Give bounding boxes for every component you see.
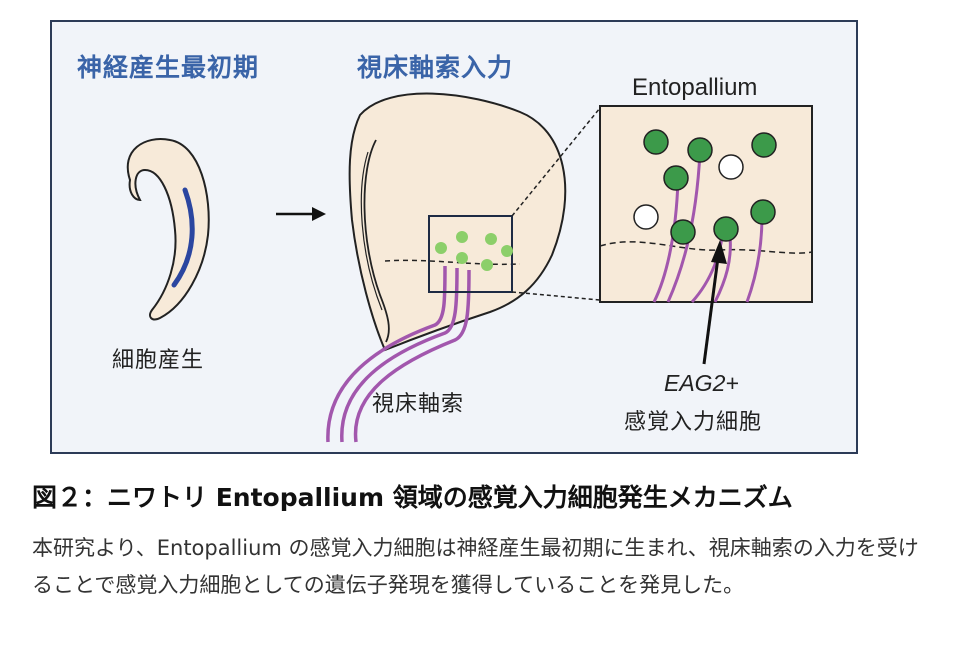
caption-title: 図２：ニワトリ Entopallium 領域の感覚入力細胞発生メカニズム [32, 483, 793, 512]
thalamic-axon [326, 265, 447, 443]
label-thalamic-axons: 視床軸索 [372, 392, 465, 417]
entopallium-cells [633, 129, 777, 245]
caption-body: 本研究より、Entopallium の感覚入力細胞は神経産生最初期に生まれ、視床… [32, 536, 919, 597]
zoom-connector [511, 107, 601, 217]
label-entopallium: Entopallium [632, 74, 758, 101]
figure-diagram [50, 20, 858, 454]
green-cells-small [435, 231, 513, 271]
right-arrow-icon [276, 207, 326, 221]
thalamic-axon [353, 269, 471, 443]
figure-panel: 神経産生最初期 視床軸索入力 細胞産生 視床軸索 Entopallium EAG… [50, 20, 858, 454]
lamina-boundary [384, 259, 521, 266]
entopallium-box [599, 105, 813, 303]
proliferative-zone [171, 187, 195, 288]
label-proliferation: 細胞産生 [112, 348, 205, 373]
thalamic-axon [340, 267, 459, 443]
stage-label-input: 視床軸索入力 [357, 53, 514, 82]
ventricle-line [363, 139, 390, 343]
label-sensory-cells: 感覚入力細胞 [624, 410, 763, 435]
pointer-arrow-icon [702, 240, 727, 365]
ventricle-line [360, 151, 383, 311]
early-neural-tube [126, 138, 210, 321]
label-eag2: EAG2+ [664, 370, 739, 396]
stage-label-early: 神経産生最初期 [77, 53, 260, 82]
zoom-connector [511, 291, 601, 301]
